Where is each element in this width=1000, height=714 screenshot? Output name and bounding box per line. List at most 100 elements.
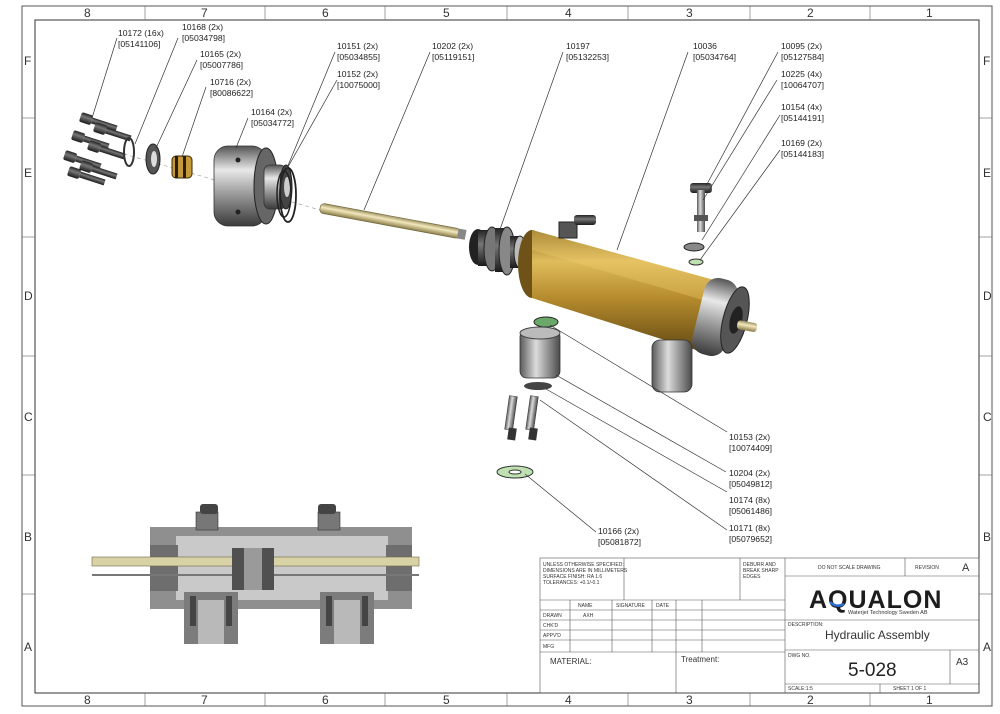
callout-part-number: 10153 (2x): [729, 432, 770, 442]
callout-10197: 10197 [05132253]: [566, 41, 609, 62]
zone-col-6: 6: [322, 6, 329, 20]
callout-stock-number: [05127584]: [781, 52, 824, 62]
callout-part-number: 10169 (2x): [781, 138, 822, 148]
do-not-scale-note: DO NOT SCALE DRAWING: [818, 565, 881, 571]
piston-rod: [319, 203, 467, 240]
material-label: MATERIAL:: [550, 657, 592, 666]
treatment-label: Treatment:: [681, 655, 719, 664]
bottom-bolts: [504, 395, 539, 441]
zone-row-d: D: [983, 289, 992, 303]
o-ring-small: [276, 170, 292, 218]
row-approved: APPV'D: [543, 633, 561, 639]
logo-tagline: Waterjet Technology Sweden AB: [848, 610, 928, 616]
callout-part-number: 10165 (2x): [200, 49, 241, 59]
callout-part-number: 10095 (2x): [781, 41, 822, 51]
zone-col-2: 2: [807, 693, 814, 707]
title-block: [539, 557, 980, 694]
revision-label: REVISION: [915, 565, 939, 571]
revision-value: A: [962, 562, 970, 574]
row-checked: CHK'D: [543, 623, 559, 629]
dwg-no-label: DWG NO.: [788, 653, 811, 659]
zone-row-a: A: [983, 640, 991, 654]
logo-wave-icon: [829, 601, 845, 607]
callout-stock-number: [05034798]: [182, 33, 225, 43]
callout-stock-number: [05007786]: [200, 60, 243, 70]
deburr-line: BREAK SHARP: [743, 568, 779, 574]
o-ring-large: [279, 167, 297, 223]
description-label: DESCRIPTION:: [788, 622, 824, 628]
callout-stock-number: [05061486]: [729, 506, 772, 516]
zone-row-b: B: [983, 530, 991, 544]
tolerance-notes: UNLESS OTHERWISE SPECIFIED: DIMENSIONS A…: [543, 562, 628, 586]
name-header: NAME: [578, 603, 593, 609]
callout-10171: 10171 (8x) [05079652]: [729, 523, 772, 544]
callout-stock-number: [05034764]: [693, 52, 736, 62]
callout-10202: 10202 (2x) [05119151]: [432, 41, 474, 62]
zone-col-8: 8: [84, 693, 91, 707]
lower-block: [651, 339, 693, 393]
zone-row-f: F: [24, 54, 31, 68]
zone-row-e: E: [983, 166, 991, 180]
zone-row-b: B: [24, 530, 32, 544]
scale-label: SCALE:1:5: [788, 686, 813, 692]
zone-col-3: 3: [686, 693, 693, 707]
callout-stock-number: [05132253]: [566, 52, 609, 62]
callout-10225: 10225 (4x) [10064707]: [781, 69, 824, 90]
zone-col-8: 8: [84, 6, 91, 20]
callout-10164: 10164 (2x) [05034772]: [251, 107, 294, 128]
deburr-line: DEBURR AND: [743, 562, 776, 568]
callout-part-number: 10152 (2x): [337, 69, 378, 79]
callout-part-number: 10164 (2x): [251, 107, 292, 117]
end-cap: [213, 145, 293, 227]
zone-row-a: A: [24, 640, 32, 654]
date-header: DATE: [656, 603, 670, 609]
callout-10036: 10036 [05034764]: [693, 41, 736, 62]
callout-10152: 10152 (2x) [10075000]: [337, 69, 380, 90]
zone-labels-right: F E D C B A: [983, 54, 992, 654]
sheet-size: A3: [956, 657, 969, 668]
deburr-note: DEBURR AND BREAK SHARP EDGES: [743, 562, 779, 580]
gasket-hole: [508, 469, 522, 475]
callout-10716: 10716 (2x) [80086622]: [210, 77, 253, 98]
callout-stock-number: [05034772]: [251, 118, 294, 128]
valve-seal-green: [688, 258, 704, 266]
callout-10166: 10166 (2x) [05081872]: [598, 526, 641, 547]
callout-10165: 10165 (2x) [05007786]: [200, 49, 243, 70]
sheet-label: SHEET 1 OF 1: [893, 686, 926, 692]
zone-col-5: 5: [443, 693, 450, 707]
note-line: SURFACE FINISH: RA 1.6: [543, 574, 602, 580]
note-line: UNLESS OTHERWISE SPECIFIED:: [543, 562, 624, 568]
section-view: [91, 504, 420, 644]
drawn-by-name: AXH: [583, 613, 594, 619]
note-line: DIMENSIONS ARE IN MILLIMETERS: [543, 568, 628, 574]
callout-part-number: 10225 (4x): [781, 69, 822, 79]
callout-part-number: 10154 (4x): [781, 102, 822, 112]
callout-part-number: 10166 (2x): [598, 526, 639, 536]
snap-ring: [123, 137, 135, 167]
zone-ticks: [22, 6, 992, 706]
callout-10151: 10151 (2x) [05034855]: [337, 41, 380, 62]
lower-housing: [519, 316, 561, 390]
callout-stock-number: [05049812]: [729, 479, 772, 489]
main-cylinder: [518, 215, 758, 356]
callout-part-number: 10202 (2x): [432, 41, 473, 51]
zone-labels-left: F E D C B A: [24, 54, 33, 654]
callout-part-number: 10168 (2x): [182, 22, 223, 32]
zone-row-c: C: [24, 410, 33, 424]
callout-part-number: 10197: [566, 41, 590, 51]
callout-10174: 10174 (8x) [05061486]: [729, 495, 772, 516]
callout-stock-number: [80086622]: [210, 88, 253, 98]
callout-10154: 10154 (4x) [05144191]: [781, 102, 824, 123]
leader-lines: [91, 37, 781, 533]
callout-stock-number: [05119151]: [432, 52, 474, 62]
zone-labels-top: 8 7 6 5 4 3 2 1: [84, 6, 933, 20]
callout-10153: 10153 (2x) [10074409]: [729, 432, 772, 453]
callout-part-number: 10171 (8x): [729, 523, 770, 533]
zone-row-d: D: [24, 289, 33, 303]
signature-header: SIGNATURE: [616, 603, 645, 609]
dwg-number: 5-028: [848, 660, 897, 681]
zone-row-f: F: [983, 54, 990, 68]
zone-col-6: 6: [322, 693, 329, 707]
zone-col-4: 4: [565, 6, 572, 20]
